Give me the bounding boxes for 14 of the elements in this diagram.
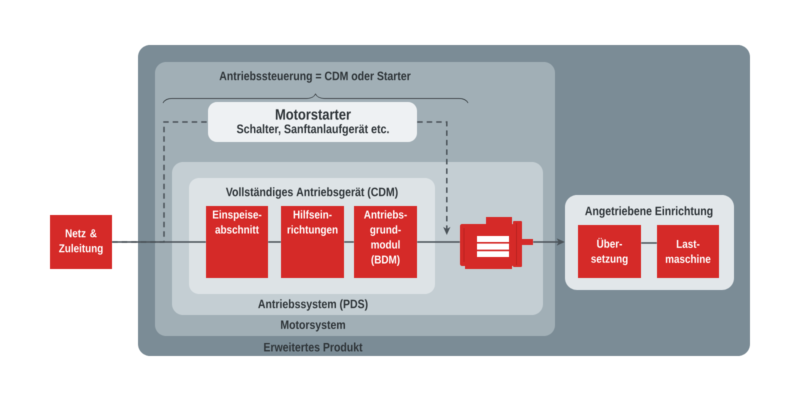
process-box: Last- maschine [657, 224, 719, 278]
rounded-box: Motorstarter Schalter, Sanftanlaufgerät etc. [208, 102, 417, 142]
process-box: Hilfsein- richtungen [281, 206, 344, 278]
process-box: Einspeise- abschnitt [206, 206, 268, 278]
dashed-connector-line [112, 121, 208, 243]
connector-line [268, 241, 281, 243]
process-box: Über- setzung [578, 224, 641, 278]
motor-drawing [460, 217, 533, 269]
connector-line [641, 242, 657, 244]
connector-line [344, 241, 354, 243]
process-box: Antriebs- grund- modul (BDM) [354, 206, 417, 278]
process-box: Netz & Zuleitung [50, 215, 112, 269]
heading-label: Antriebssteuerung = CDM oder Starter [220, 71, 411, 83]
connector-line [417, 241, 460, 243]
